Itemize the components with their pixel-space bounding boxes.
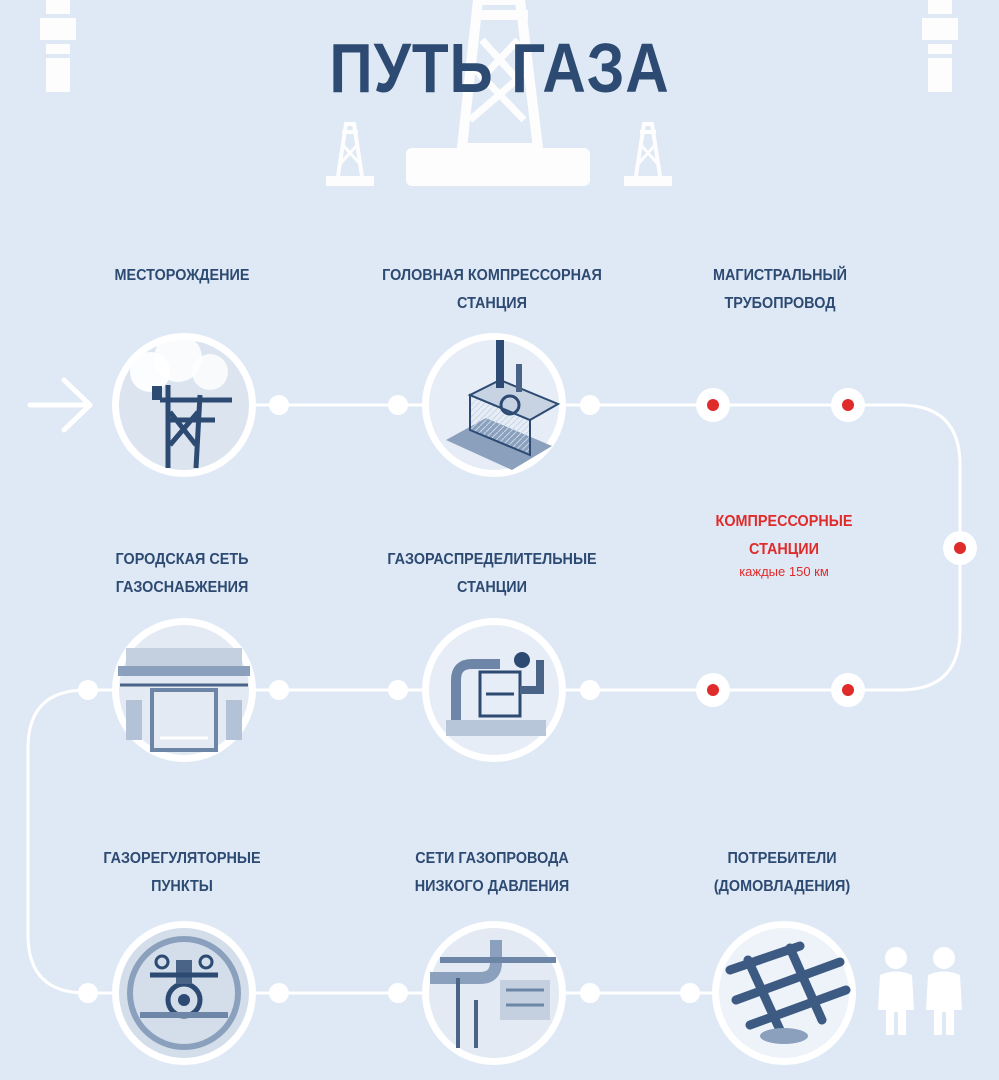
- compressor-note-line: КОМПРЕССОРНЫЕ: [715, 513, 853, 530]
- stage-label-head-compressor: ГОЛОВНАЯ КОМПРЕССОРНАЯ СТАНЦИЯ: [357, 262, 627, 318]
- entry-arrow-icon: [27, 377, 93, 433]
- city-gas-building-icon: [112, 618, 256, 762]
- stage-label-distribution: ГАЗОРАСПРЕДЕЛИТЕЛЬНЫЕ СТАНЦИИ: [357, 546, 627, 602]
- stage-label-main-pipeline: МАГИСТРАЛЬНЫЙ ТРУБОПРОВОД: [645, 262, 915, 318]
- stage-label-low-pressure: СЕТИ ГАЗОПРОВОДА НИЗКОГО ДАВЛЕНИЯ: [357, 845, 627, 901]
- connector-nodes: [78, 395, 700, 1003]
- stage-label-line: ГАЗОСНАБЖЕНИЯ: [115, 579, 249, 596]
- stage-label-line: ГАЗОРАСПРЕДЕЛИТЕЛЬНЫЕ: [387, 551, 597, 568]
- compressor-marker: [943, 531, 977, 565]
- stage-label-line: (ДОМОВЛАДЕНИЯ): [713, 878, 851, 895]
- compressor-marker: [831, 673, 865, 707]
- pipe-stub-left-icon: [40, 0, 76, 92]
- gas-regulator-icon: [112, 921, 256, 1065]
- compressor-note-line: СТАНЦИИ: [749, 541, 819, 558]
- low-pressure-pipes-icon: [422, 921, 566, 1065]
- gas-stove-burner-icon: [712, 921, 856, 1065]
- stage-label-line: ПУНКТЫ: [151, 878, 213, 895]
- stage-label-line: МАГИСТРАЛЬНЫЙ: [713, 267, 847, 284]
- stage-label-city-network: ГОРОДСКАЯ СЕТЬ ГАЗОСНАБЖЕНИЯ: [47, 546, 317, 602]
- compressor-marker: [696, 388, 730, 422]
- pipe-stub-right-icon: [922, 0, 958, 92]
- compressor-station-markers: [696, 388, 977, 707]
- stage-label-regulator: ГАЗОРЕГУЛЯТОРНЫЕ ПУНКТЫ: [47, 845, 317, 901]
- stage-label-line: СЕТИ ГАЗОПРОВОДА: [415, 850, 569, 867]
- compressor-marker: [831, 388, 865, 422]
- compressor-marker: [696, 673, 730, 707]
- people-icon: [878, 947, 962, 1035]
- distribution-station-icon: [422, 618, 566, 762]
- small-derrick-left-icon: [326, 122, 374, 186]
- stage-label-line: МЕСТОРОЖДЕНИЕ: [114, 267, 250, 284]
- gas-flare-tower-icon: [112, 333, 256, 477]
- stage-label-line: ГАЗОРЕГУЛЯТОРНЫЕ: [103, 850, 261, 867]
- header-decoration: [40, 0, 958, 186]
- stage-label-line: ГОРОДСКАЯ СЕТЬ: [115, 551, 249, 568]
- compressor-note-interval: каждые 150 км: [739, 564, 829, 579]
- compressor-station-icon: [422, 333, 566, 477]
- stage-label-consumers: ПОТРЕБИТЕЛИ (ДОМОВЛАДЕНИЯ): [647, 845, 917, 901]
- stage-label-line: СТАНЦИИ: [457, 579, 527, 596]
- central-derrick-icon: [406, 0, 590, 186]
- page-title: ПУТЬ ГАЗА: [329, 29, 670, 107]
- stage-label-line: НИЗКОГО ДАВЛЕНИЯ: [414, 878, 570, 895]
- stage-label-field: МЕСТОРОЖДЕНИЕ: [47, 262, 317, 290]
- stage-label-line: СТАНЦИЯ: [457, 295, 527, 312]
- compressor-stations-note: КОМПРЕССОРНЫЕ СТАНЦИИ каждые 150 км: [634, 508, 934, 580]
- stage-label-line: ПОТРЕБИТЕЛИ: [727, 850, 837, 867]
- stage-label-line: ГОЛОВНАЯ КОМПРЕССОРНАЯ: [382, 267, 602, 284]
- small-derrick-right-icon: [624, 122, 672, 186]
- stage-label-line: ТРУБОПРОВОД: [724, 295, 836, 312]
